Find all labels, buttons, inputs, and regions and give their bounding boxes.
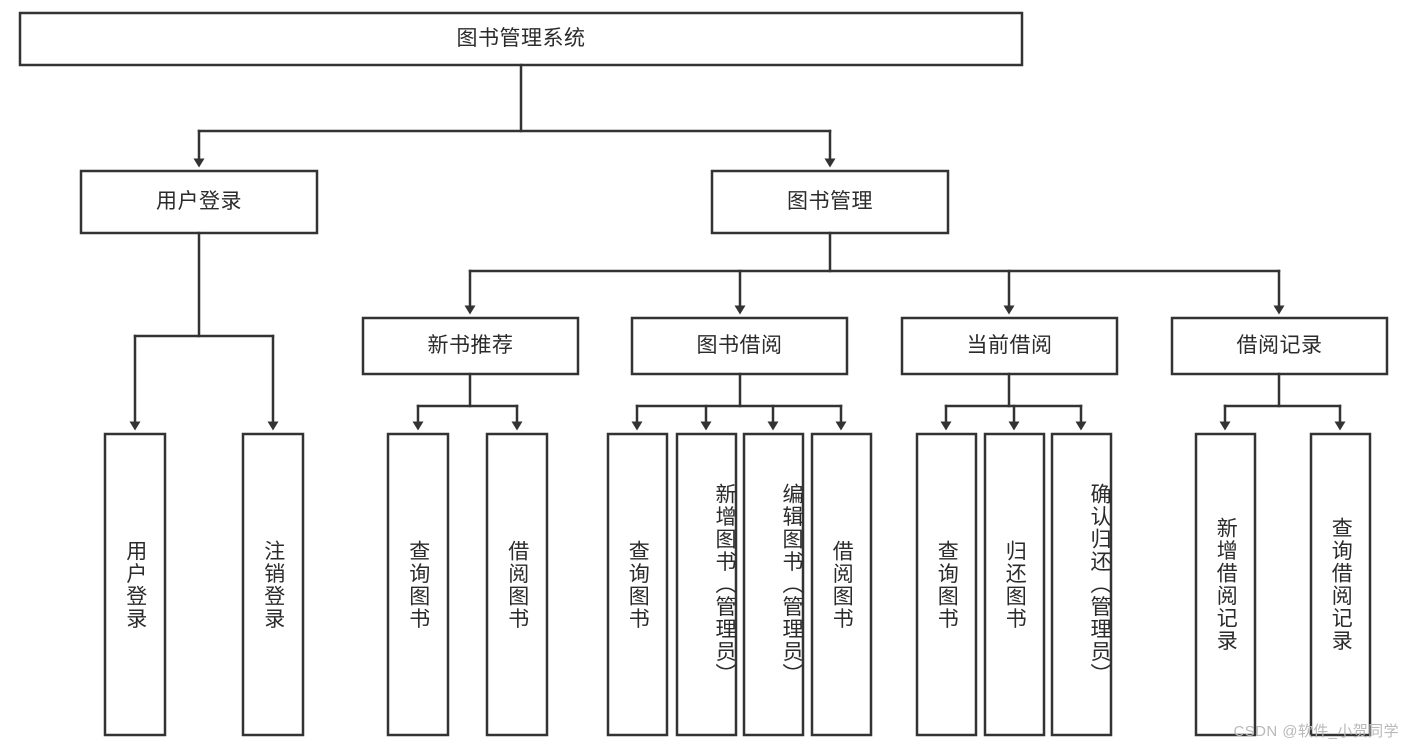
node-label-leaf-borrow-book-2[interactable]: 借阅图书 — [830, 539, 854, 630]
node-label-current-borrow[interactable]: 当前借阅 — [966, 334, 1053, 358]
node-label-borrow-record[interactable]: 借阅记录 — [1236, 334, 1323, 358]
node-label-leaf-query-record[interactable]: 查询借阅记录 — [1329, 517, 1353, 652]
node-label-leaf-user-login[interactable]: 用户登录 — [123, 539, 147, 630]
node-box-user-login[interactable] — [79, 169, 319, 235]
node-box-current-borrow[interactable] — [900, 316, 1119, 376]
node-box-leaf-add-record[interactable] — [1194, 432, 1257, 737]
node-label-leaf-borrow-book-1[interactable]: 借阅图书 — [505, 539, 529, 630]
node-box-leaf-query-book-2[interactable] — [606, 432, 669, 737]
node-box-leaf-borrow-book-1[interactable] — [485, 432, 549, 737]
node-label-book-management[interactable]: 图书管理 — [787, 190, 873, 214]
node-box-leaf-query-record[interactable] — [1309, 432, 1372, 737]
node-box-leaf-logout-login[interactable] — [241, 432, 305, 737]
node-box-leaf-query-book-1[interactable] — [386, 432, 450, 737]
node-box-leaf-return-book[interactable] — [983, 432, 1046, 737]
node-label-book-borrow[interactable]: 图书借阅 — [696, 334, 783, 358]
node-label-leaf-return-book[interactable]: 归还图书 — [1003, 539, 1027, 630]
node-label-leaf-query-book-2[interactable]: 查询图书 — [626, 539, 650, 630]
node-label-user-login[interactable]: 用户登录 — [156, 190, 242, 214]
csdn-watermark: CSDN @软件_小贺同学 — [1233, 723, 1399, 740]
node-box-leaf-confirm-return[interactable] — [1050, 432, 1113, 737]
node-label-leaf-logout-login[interactable]: 注销登录 — [261, 539, 285, 630]
node-label-root[interactable]: 图书管理系统 — [456, 27, 586, 51]
node-box-root[interactable] — [18, 11, 1024, 67]
node-label-leaf-add-record[interactable]: 新增借阅记录 — [1214, 517, 1238, 652]
node-box-leaf-add-book[interactable] — [675, 432, 738, 737]
node-box-leaf-user-login[interactable] — [103, 432, 167, 737]
node-label-leaf-confirm-return[interactable]: 确认归还（管理员） — [1088, 483, 1111, 686]
node-label-leaf-edit-book[interactable]: 编辑图书（管理员） — [780, 483, 803, 686]
node-box-leaf-query-book-3[interactable] — [915, 432, 978, 737]
node-box-leaf-borrow-book-2[interactable] — [810, 432, 873, 737]
node-label-leaf-add-book[interactable]: 新增图书（管理员） — [713, 483, 736, 686]
node-label-leaf-query-book-1[interactable]: 查询图书 — [406, 539, 430, 630]
node-label-new-book-recommend[interactable]: 新书推荐 — [427, 334, 514, 358]
node-box-leaf-edit-book[interactable] — [742, 432, 805, 737]
node-label-leaf-query-book-3[interactable]: 查询图书 — [935, 539, 959, 630]
node-box-new-book-recommend[interactable] — [361, 316, 580, 376]
